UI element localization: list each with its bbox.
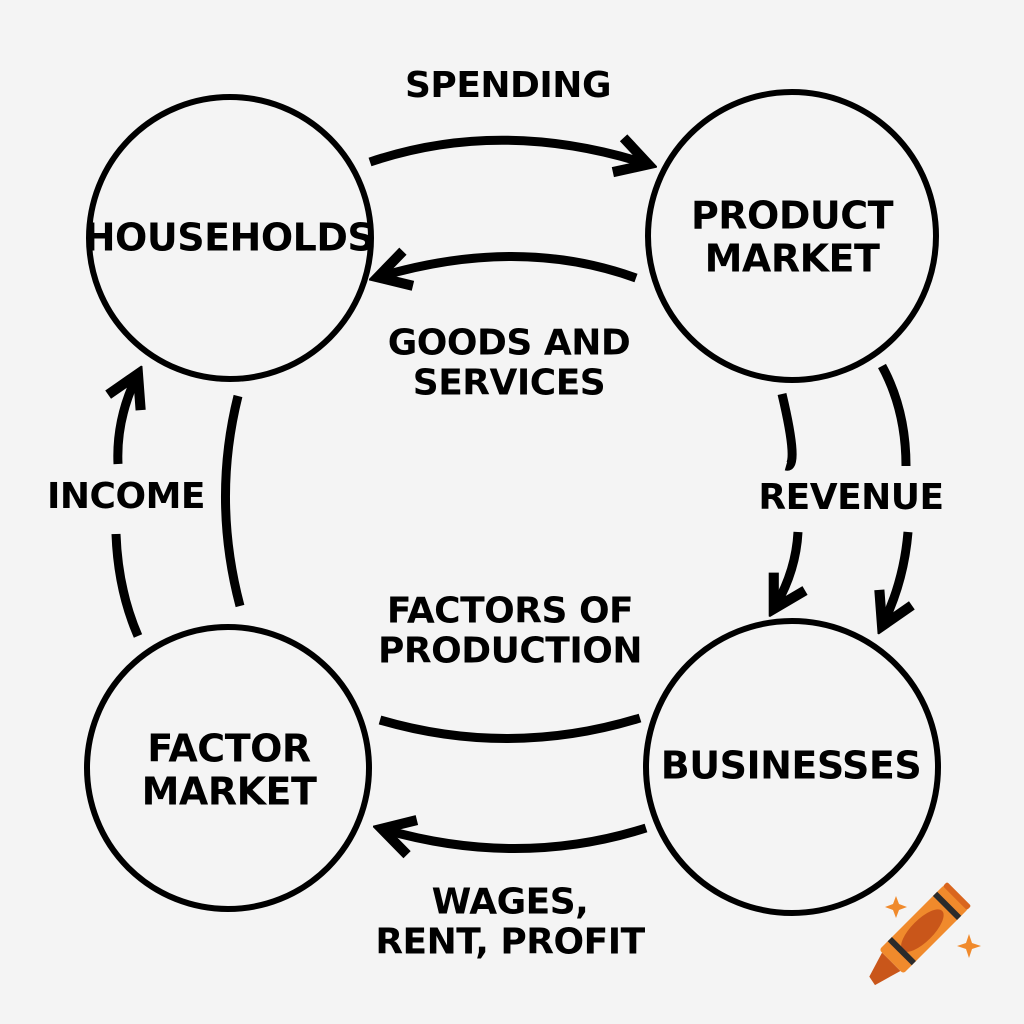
goods-services-arrow <box>382 256 638 278</box>
factors-of-production-line2: PRODUCTION <box>378 631 642 672</box>
revenue-arrow-outer-lower <box>884 531 908 622</box>
goods-services-line1: GOODS AND <box>387 322 631 364</box>
crayon-icon <box>869 882 971 986</box>
goods-services-label: GOODS AND SERVICES <box>387 322 631 405</box>
factors-of-production-line <box>378 713 642 743</box>
income-label: INCOME <box>47 475 205 517</box>
product-market-line2: MARKET <box>704 236 880 280</box>
factor-market-line2: MARKET <box>141 769 317 813</box>
households-label: HOUSEHOLDS <box>83 215 375 260</box>
factors-of-production-label: FACTORS OF PRODUCTION <box>378 590 642 673</box>
businesses-label: BUSINESSES <box>660 743 922 788</box>
spending-arrow <box>368 140 644 163</box>
product-market-label: PRODUCT MARKET <box>690 193 894 280</box>
wages-rent-profit-line1: WAGES, <box>431 881 589 923</box>
factors-of-production-line1: FACTORS OF <box>386 590 634 632</box>
wages-rent-profit-line2: RENT, PROFIT <box>375 922 645 963</box>
households-node <box>86 94 374 382</box>
income-arrow-upper <box>118 378 136 465</box>
product-market-node <box>645 89 939 383</box>
revenue-arrow-inner-lower <box>776 531 798 605</box>
inner-left-connector <box>220 394 245 608</box>
spending-label: SPENDING <box>405 64 612 106</box>
product-market-line1: PRODUCT <box>690 193 894 238</box>
sparkle-icon <box>957 934 981 958</box>
factor-market-label: FACTOR MARKET <box>142 727 317 812</box>
wages-rent-profit-label: WAGES, RENT, PROFIT <box>375 881 645 964</box>
wages-rent-profit-arrow <box>386 828 648 849</box>
goods-services-line2: SERVICES <box>412 363 606 404</box>
sparkle-icon <box>885 896 907 918</box>
factor-market-node <box>84 624 372 912</box>
businesses-node <box>643 618 941 916</box>
income-arrow-lower <box>111 533 143 638</box>
revenue-label: REVENUE <box>758 476 944 518</box>
revenue-arrow-inner <box>777 392 797 471</box>
factor-market-line1: FACTOR <box>147 726 311 771</box>
revenue-arrow-outer <box>878 363 911 467</box>
